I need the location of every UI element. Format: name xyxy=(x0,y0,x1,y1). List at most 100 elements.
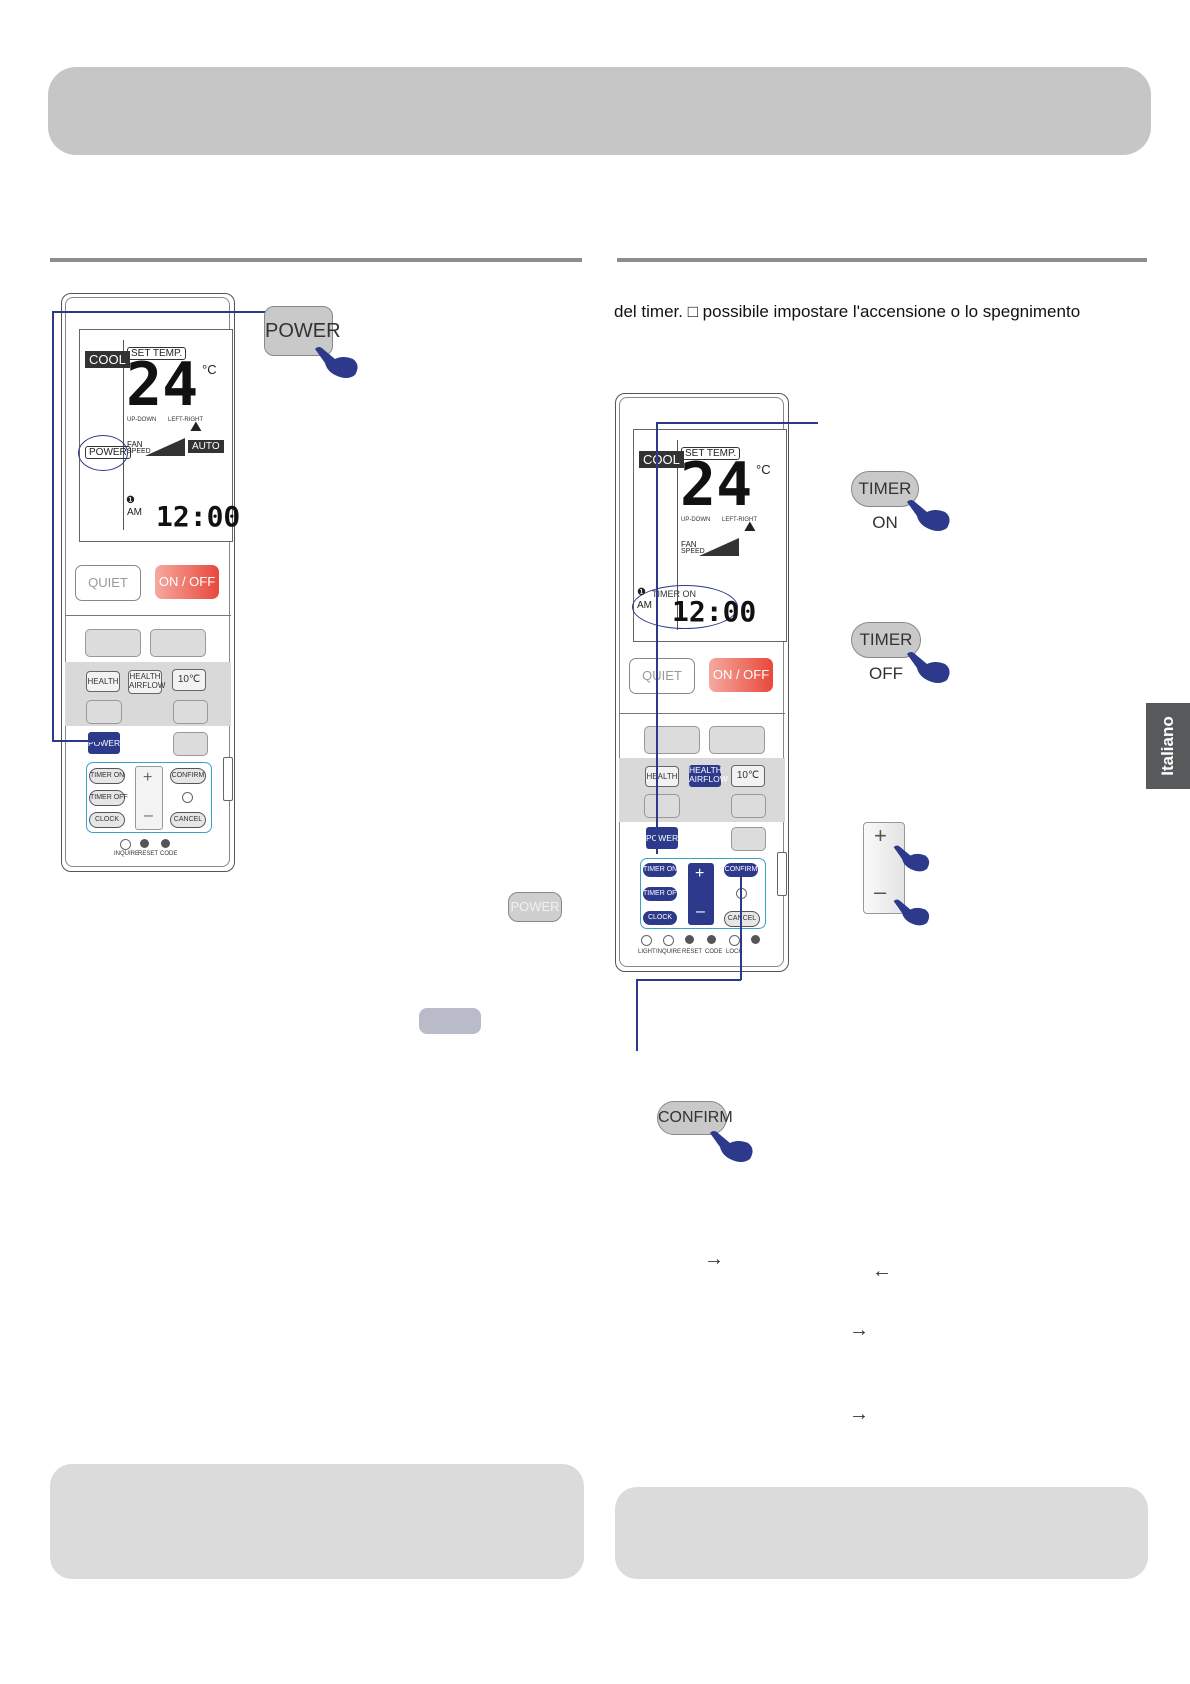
temp-unit-right: °C xyxy=(756,462,771,477)
code-dot[interactable] xyxy=(161,839,170,848)
swing-icon-right: ⛰ xyxy=(744,518,756,534)
power-button-right[interactable]: POWER xyxy=(646,827,678,849)
lcd-screen-left: COOL SET TEMP. 24 °C UP-DOWN LEFT-RIGHT … xyxy=(78,329,240,542)
remote-left: COOL SET TEMP. 24 °C UP-DOWN LEFT-RIGHT … xyxy=(61,293,240,872)
power-button[interactable]: POWER xyxy=(88,732,120,754)
leftright-label: LEFT-RIGHT xyxy=(168,417,204,423)
note-box-right xyxy=(615,1487,1148,1579)
pointing-hand-icon xyxy=(907,500,950,531)
indicator-led-right xyxy=(736,888,747,899)
arrow-left-1: ← xyxy=(872,1260,892,1282)
reset-dot[interactable] xyxy=(140,839,149,848)
side-clip xyxy=(223,757,233,801)
ten-degree-button[interactable]: 10℃ xyxy=(172,669,206,691)
timer-cluster-right xyxy=(640,858,766,929)
fan-speed-bars-icon-right xyxy=(699,538,739,556)
quiet-button-right[interactable]: QUIET xyxy=(629,658,695,694)
ten-degree-button-right[interactable]: 10℃ xyxy=(731,765,765,787)
minus-label-right: – xyxy=(696,903,705,920)
pointing-hand-icon xyxy=(907,652,950,683)
health-button[interactable]: HEALTH xyxy=(86,671,120,692)
reset-dot-right[interactable] xyxy=(685,935,694,944)
blank-button-4[interactable] xyxy=(173,700,208,724)
timer-on-button-right[interactable]: TIMER ON xyxy=(643,863,677,877)
blank-button-2-right[interactable] xyxy=(709,726,765,754)
speed-label-right: SPEED xyxy=(681,548,705,555)
lock-label: LOCK xyxy=(726,949,743,955)
plus-label: + xyxy=(143,769,153,786)
note-box-left xyxy=(50,1464,584,1579)
timer-off-callout: TIMER OFF xyxy=(851,622,921,683)
indicator-led xyxy=(182,792,193,803)
temperature-display: 24 xyxy=(126,350,199,420)
light-label: LIGHT xyxy=(638,949,656,955)
clock-button[interactable]: CLOCK xyxy=(89,812,125,828)
updown-label: UP-DOWN xyxy=(127,417,157,423)
blank-button-3[interactable] xyxy=(86,700,122,724)
temperature-display-right: 24 xyxy=(680,450,753,520)
timer-off-button[interactable]: TIMER OFF xyxy=(89,790,128,806)
auto-label: AUTO xyxy=(188,440,224,453)
language-tab-label: Italiano xyxy=(1158,716,1177,776)
clock-display: 12:00 xyxy=(156,500,241,533)
on-off-button[interactable]: ON / OFF xyxy=(155,565,219,599)
inquire-dot[interactable] xyxy=(120,839,131,850)
code-label: CODE xyxy=(160,851,178,857)
blank-button-3-right[interactable] xyxy=(644,794,680,818)
inquire-dot-right[interactable] xyxy=(663,935,674,946)
blank-button-5[interactable] xyxy=(173,732,208,756)
extra-dot[interactable] xyxy=(751,935,760,944)
timer-off-button-right[interactable]: TIMER OFF xyxy=(643,887,681,901)
blank-button-2[interactable] xyxy=(150,629,206,657)
leftright-label-right: LEFT-RIGHT xyxy=(722,517,758,523)
inquire-label-right: INQUIRE xyxy=(656,949,682,955)
timer-on-indicator: TIMER ON xyxy=(652,589,696,599)
blank-button-1[interactable] xyxy=(85,629,141,657)
quiet-button[interactable]: QUIET xyxy=(75,565,141,601)
plus-label-right: + xyxy=(695,865,705,882)
blank-button-4-right[interactable] xyxy=(731,794,766,818)
mode-cool-right: COOL xyxy=(639,451,684,468)
temp-unit: °C xyxy=(202,362,217,377)
fan-label-right: FAN xyxy=(681,540,697,549)
timer-dot-icon-right: ❶ xyxy=(637,587,646,598)
health-airflow-button[interactable]: HEALTH AIRFLOW xyxy=(128,670,165,694)
am-label: AM xyxy=(127,507,142,518)
arrow-right-1: → xyxy=(704,1248,724,1270)
pointing-hand-icon xyxy=(893,899,930,926)
set-temp-label-right: SET TEMP. xyxy=(681,447,741,460)
clock-display-right: 12:00 xyxy=(672,595,757,628)
fan-label: FAN xyxy=(127,440,143,449)
clock-button-right[interactable]: CLOCK xyxy=(643,911,677,925)
lock-dot[interactable] xyxy=(729,935,740,946)
power-small-callout: POWER xyxy=(508,892,562,922)
temp-adjust-button[interactable]: + – xyxy=(135,766,163,830)
mode-cool: COOL xyxy=(85,351,130,368)
side-clip-right xyxy=(777,852,787,896)
cancel-button[interactable]: CANCEL xyxy=(170,812,206,828)
blank-button-5-right[interactable] xyxy=(731,827,766,851)
health-airflow-button-right[interactable]: HEALTH AIRFLOW xyxy=(689,765,728,787)
swing-icon: ⛰ xyxy=(190,418,202,434)
blank-key-illustration xyxy=(419,1008,481,1034)
section-rule-left xyxy=(50,258,582,262)
pointing-hand-icon xyxy=(315,347,358,378)
on-off-button-right[interactable]: ON / OFF xyxy=(709,658,773,692)
code-dot-right[interactable] xyxy=(707,935,716,944)
minus-callout-label: – xyxy=(874,879,887,904)
light-dot[interactable] xyxy=(641,935,652,946)
arrow-right-2: → xyxy=(849,1319,869,1341)
cancel-button-right[interactable]: CANCEL xyxy=(724,911,760,927)
timer-on-button[interactable]: TIMER ON xyxy=(89,768,125,784)
confirm-button[interactable]: CONFIRM xyxy=(170,768,206,784)
section-rule-right xyxy=(617,258,1147,262)
plus-minus-callout: + – xyxy=(863,822,905,914)
plus-callout-label: + xyxy=(874,823,887,848)
timer-cluster xyxy=(86,762,212,833)
temp-adjust-button-right[interactable]: + – xyxy=(688,863,714,925)
blank-button-1-right[interactable] xyxy=(644,726,700,754)
speed-label: SPEED xyxy=(127,448,151,455)
health-button-right[interactable]: HEALTH xyxy=(645,766,679,787)
language-tab[interactable]: Italiano xyxy=(1146,703,1190,789)
reset-label: RESET xyxy=(138,851,159,857)
